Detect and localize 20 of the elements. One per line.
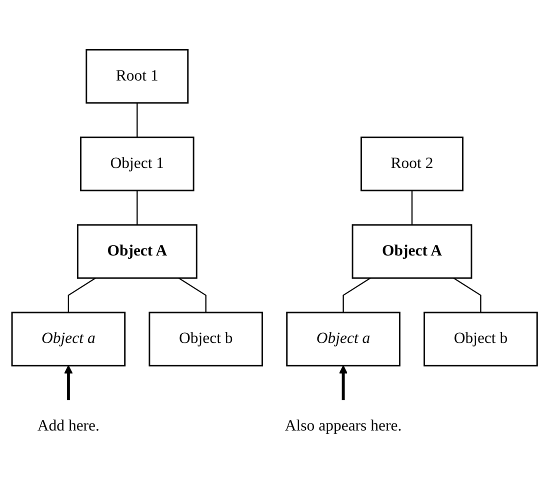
- node-box: Object a: [286, 312, 400, 366]
- connector: [453, 278, 482, 312]
- node-box: Object b: [148, 312, 264, 366]
- connector: [178, 278, 206, 312]
- node-box: Object A: [76, 224, 198, 279]
- node-box: Object b: [424, 312, 538, 366]
- connector: [136, 190, 138, 225]
- connector: [342, 278, 371, 312]
- node-box: Object 1: [80, 136, 194, 192]
- node-box: Root 1: [86, 49, 189, 104]
- connector: [411, 190, 413, 225]
- connector: [68, 278, 96, 312]
- arrow: [64, 365, 73, 400]
- node-box: Root 2: [360, 136, 464, 192]
- connector: [136, 102, 138, 138]
- node-box: Object a: [11, 312, 126, 366]
- node-box: Object A: [352, 224, 472, 279]
- arrow: [338, 365, 348, 400]
- node-text: Also appears here.: [284, 418, 402, 435]
- node-text: Add here.: [37, 418, 100, 435]
